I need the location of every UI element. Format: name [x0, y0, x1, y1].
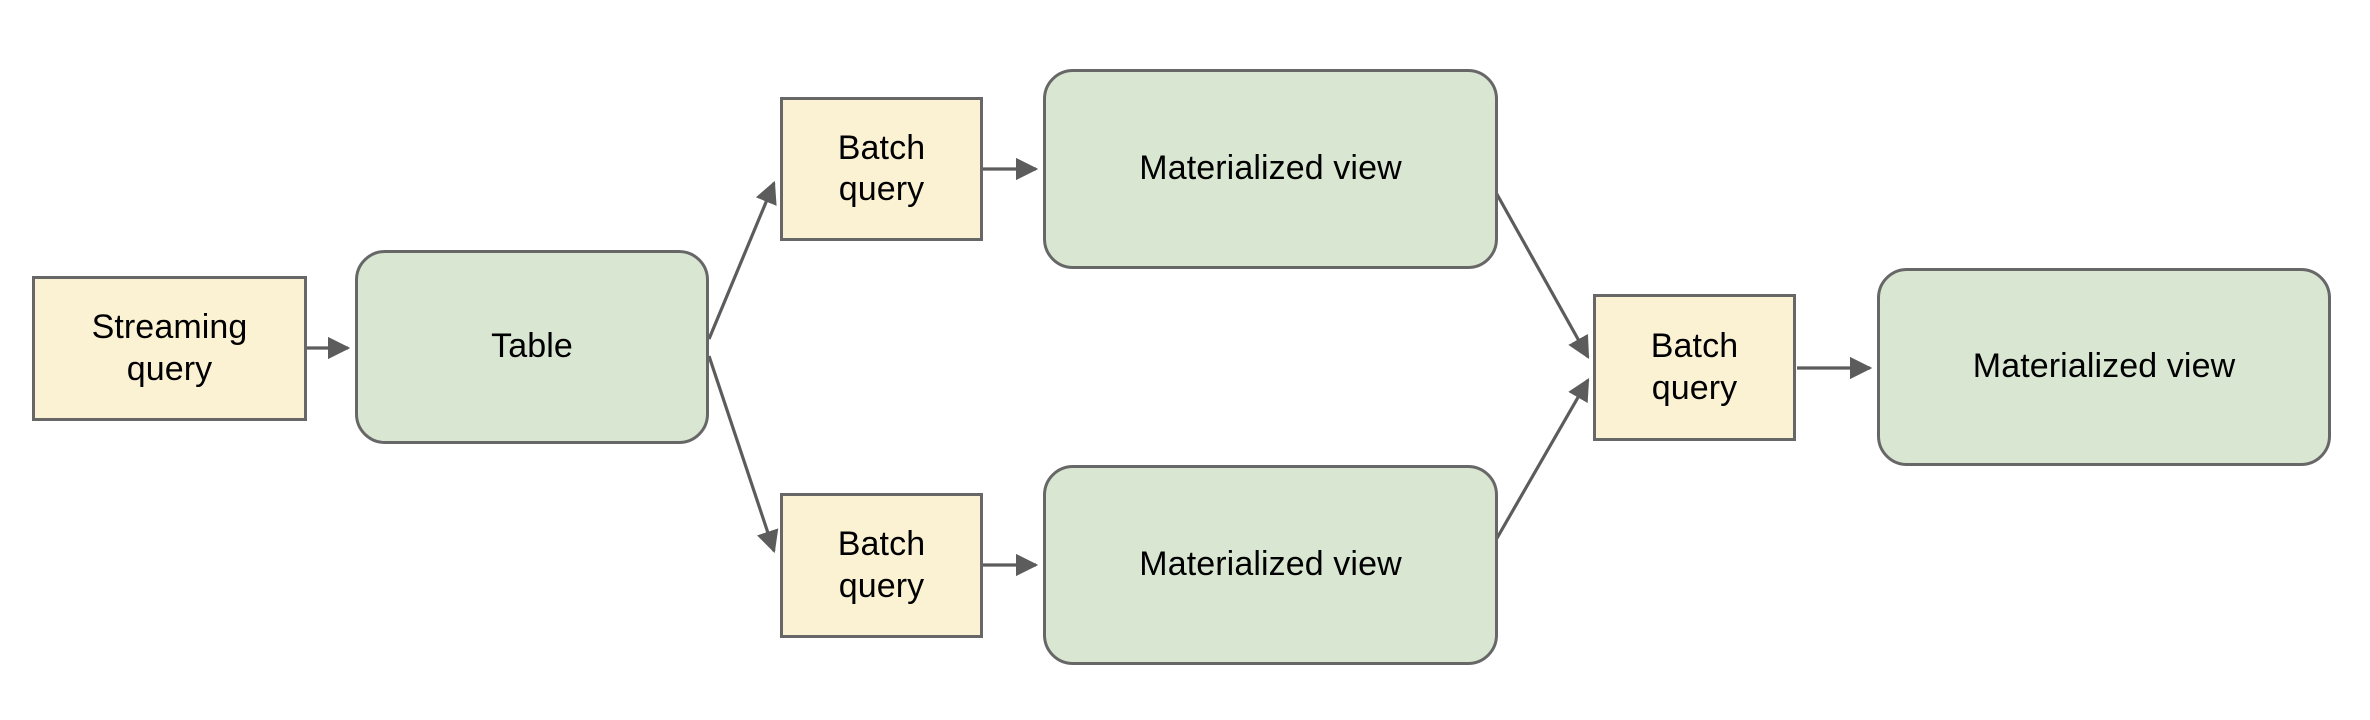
- node-table-label: Table: [491, 327, 573, 366]
- node-batch-query-top-label: Batch query: [837, 128, 926, 208]
- node-materialized-view-final[interactable]: Materialized view: [1877, 268, 2331, 466]
- node-table[interactable]: Table: [355, 250, 709, 444]
- node-materialized-view-bottom-label: Materialized view: [1139, 545, 1402, 584]
- node-batch-query-join-label: Batch query: [1650, 327, 1739, 407]
- node-streaming-query-label: Streaming query: [91, 308, 248, 388]
- edge-mv-top-to-batch-query-join: [1487, 179, 1590, 359]
- node-batch-query-top[interactable]: Batch query: [780, 97, 983, 241]
- node-streaming-query[interactable]: Streaming query: [32, 276, 307, 421]
- edge-table-to-batch-query-bottom: [707, 355, 779, 554]
- node-batch-query-bottom-label: Batch query: [837, 525, 926, 605]
- node-materialized-view-top-label: Materialized view: [1139, 149, 1402, 188]
- edge-table-to-batch-query-top: [707, 180, 777, 340]
- node-batch-query-bottom[interactable]: Batch query: [780, 493, 983, 638]
- node-batch-query-join[interactable]: Batch query: [1593, 294, 1796, 441]
- node-materialized-view-final-label: Materialized view: [1972, 347, 2236, 386]
- node-materialized-view-bottom[interactable]: Materialized view: [1043, 465, 1498, 665]
- node-materialized-view-top[interactable]: Materialized view: [1043, 69, 1498, 269]
- edge-mv-bottom-to-batch-query-join: [1487, 378, 1590, 553]
